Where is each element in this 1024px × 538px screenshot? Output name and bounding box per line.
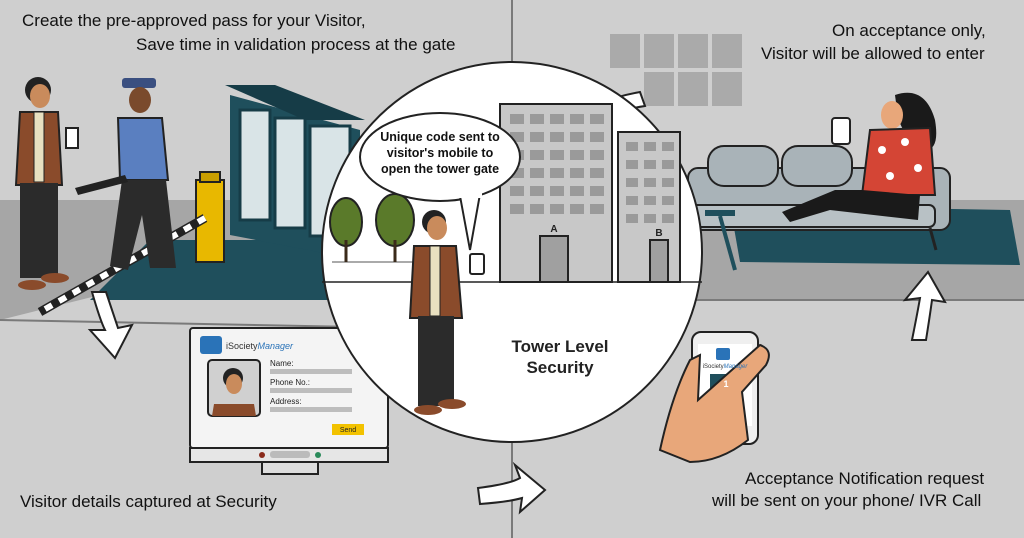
field-phone-label: Phone No.: bbox=[270, 378, 310, 387]
phone-app-logo-icon bbox=[716, 348, 730, 360]
caption-top-left-line-1: Create the pre-approved pass for your Vi… bbox=[22, 11, 366, 30]
monitor-brand-suffix: Manager bbox=[258, 341, 295, 351]
phone-brand: iSocietyManager bbox=[703, 364, 749, 370]
caption-top-right-line-2: Visitor will be allowed to enter bbox=[761, 44, 985, 63]
phone-brand-suffix: Manager bbox=[724, 364, 749, 370]
app-logo-icon bbox=[200, 336, 222, 354]
send-button[interactable]: Send bbox=[340, 427, 356, 434]
building-windows bbox=[610, 34, 742, 106]
living-room bbox=[684, 92, 1020, 271]
speech-line-3: open the tower gate bbox=[381, 162, 499, 176]
field-address-label: Address: bbox=[270, 397, 302, 406]
notification-count: 1 bbox=[723, 379, 728, 389]
caption-top-right-line-1: On acceptance only, bbox=[832, 21, 986, 40]
visitor-figure-gate bbox=[14, 77, 79, 290]
monitor-brand-prefix: iSociety bbox=[226, 341, 258, 351]
send-button-bg bbox=[332, 424, 364, 435]
tower-title-line-2: Security bbox=[526, 358, 594, 377]
speech-line-2: visitor's mobile to bbox=[387, 146, 494, 160]
monitor-brand: iSocietyManager bbox=[226, 341, 294, 351]
speech-line-1: Unique code sent to bbox=[380, 130, 500, 144]
tower-b-label: B bbox=[655, 228, 662, 239]
caption-bottom-right-line-1: Acceptance Notification request bbox=[745, 469, 985, 488]
caption-bottom-right-line-2: will be sent on your phone/ IVR Call bbox=[712, 491, 982, 510]
trees bbox=[329, 193, 415, 262]
speech-bubble bbox=[359, 112, 521, 202]
guard-figure bbox=[75, 78, 176, 270]
field-name-label: Name: bbox=[270, 359, 294, 368]
tower-security-circle bbox=[321, 61, 703, 443]
visitor-figure-tower bbox=[408, 210, 485, 415]
caption-top-left-line-2: Save time in validation process at the g… bbox=[136, 35, 456, 54]
caption-bottom-left: Visitor details captured at Security bbox=[20, 492, 277, 511]
tower-a-label: A bbox=[550, 224, 557, 235]
phone-brand-prefix: iSociety bbox=[703, 364, 724, 370]
phone-notification bbox=[658, 331, 770, 464]
security-monitor bbox=[189, 327, 389, 475]
tower-title-line-1: Tower Level bbox=[512, 337, 609, 356]
